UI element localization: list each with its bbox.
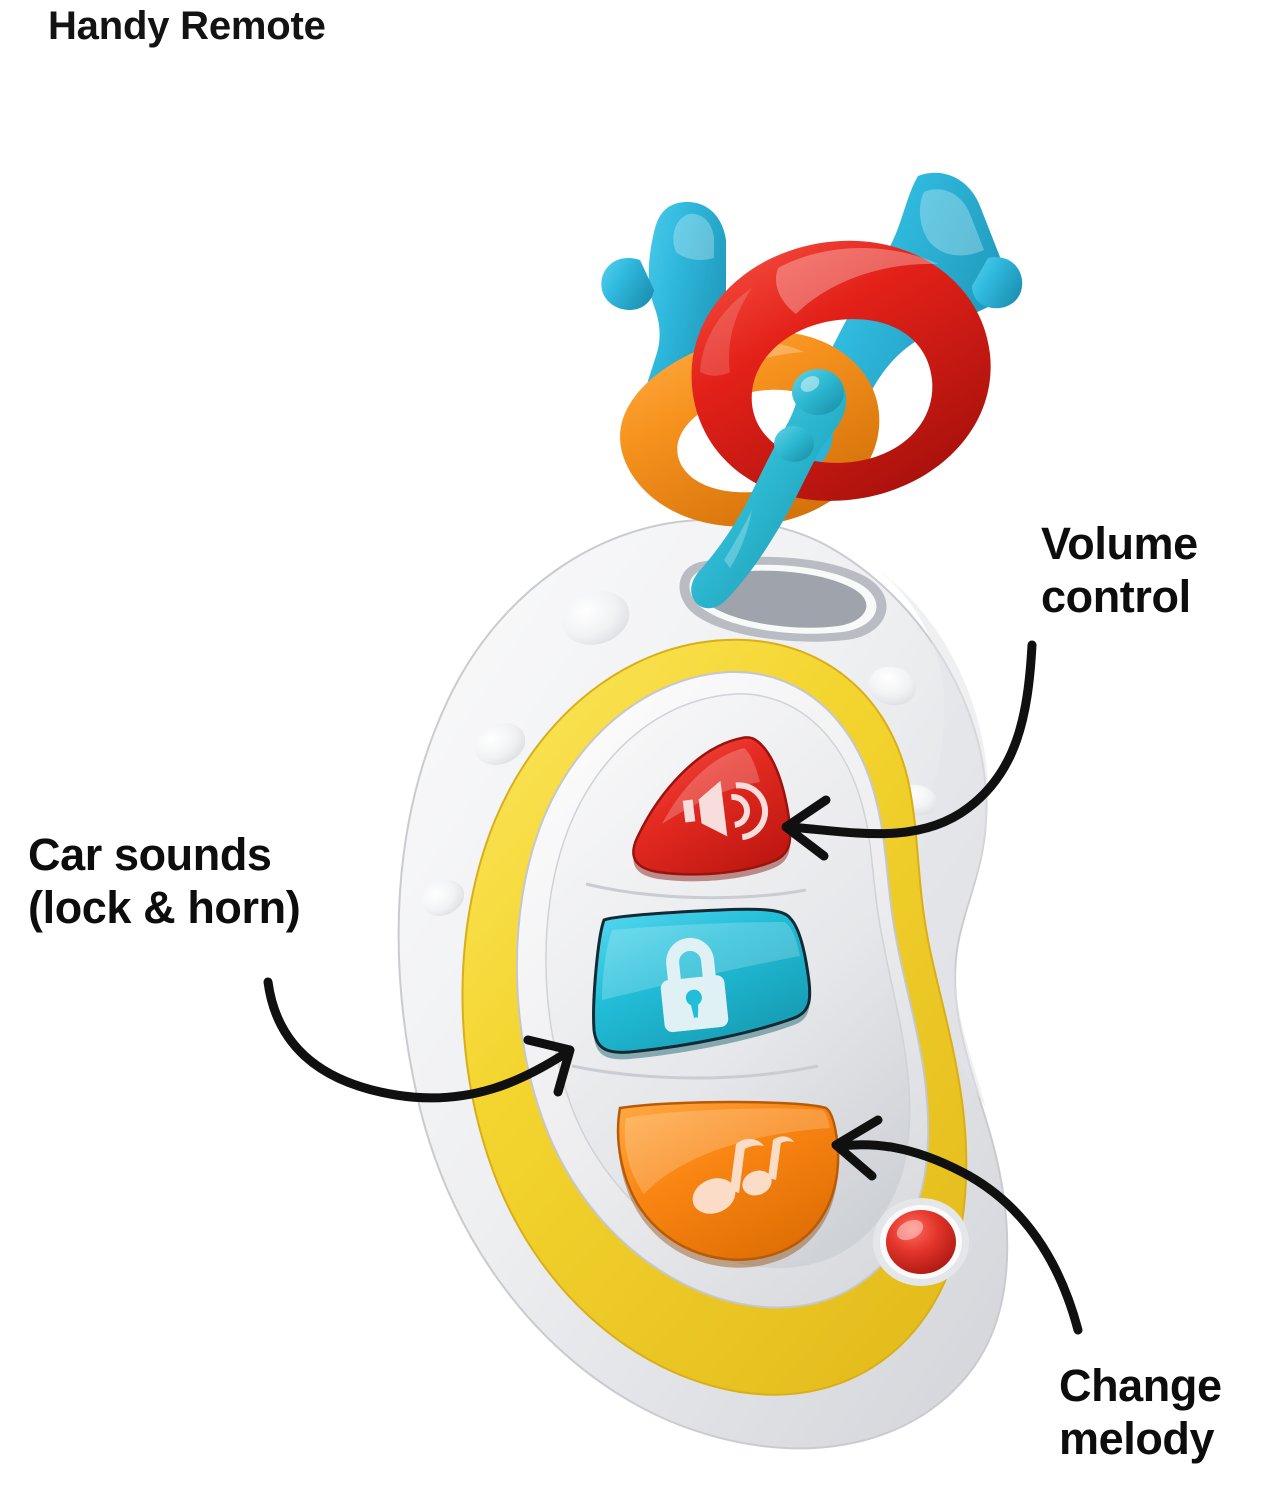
callout-label-car-sounds: Car sounds (lock & horn)	[28, 829, 301, 933]
callout-arrows	[263, 640, 1083, 1335]
music-notes-icon	[692, 1136, 794, 1214]
ring-red	[691, 240, 991, 501]
arrow-car-sounds	[263, 977, 575, 1103]
led-dot-icon	[886, 1210, 956, 1274]
callout-label-change-melody: Change melody	[1059, 1360, 1222, 1464]
shell-dimple	[868, 666, 916, 706]
lock-button[interactable]	[592, 907, 812, 1060]
callout-label-volume: Volume control	[1041, 518, 1198, 622]
led-indicator[interactable]	[873, 1198, 969, 1286]
keyring-assembly	[601, 172, 1023, 609]
hook-teal	[691, 369, 847, 609]
arrow-change-melody	[831, 1115, 1083, 1335]
shell-dimple	[421, 880, 465, 916]
padlock-icon	[660, 937, 729, 1033]
speaker-volume-icon	[682, 780, 769, 841]
arrow-volume	[781, 640, 1037, 861]
melody-button[interactable]	[616, 1100, 840, 1268]
shell-dimple	[474, 723, 526, 765]
volume-button[interactable]	[632, 736, 792, 882]
shell-dimple	[562, 591, 630, 645]
page-title: Handy Remote	[48, 4, 326, 48]
